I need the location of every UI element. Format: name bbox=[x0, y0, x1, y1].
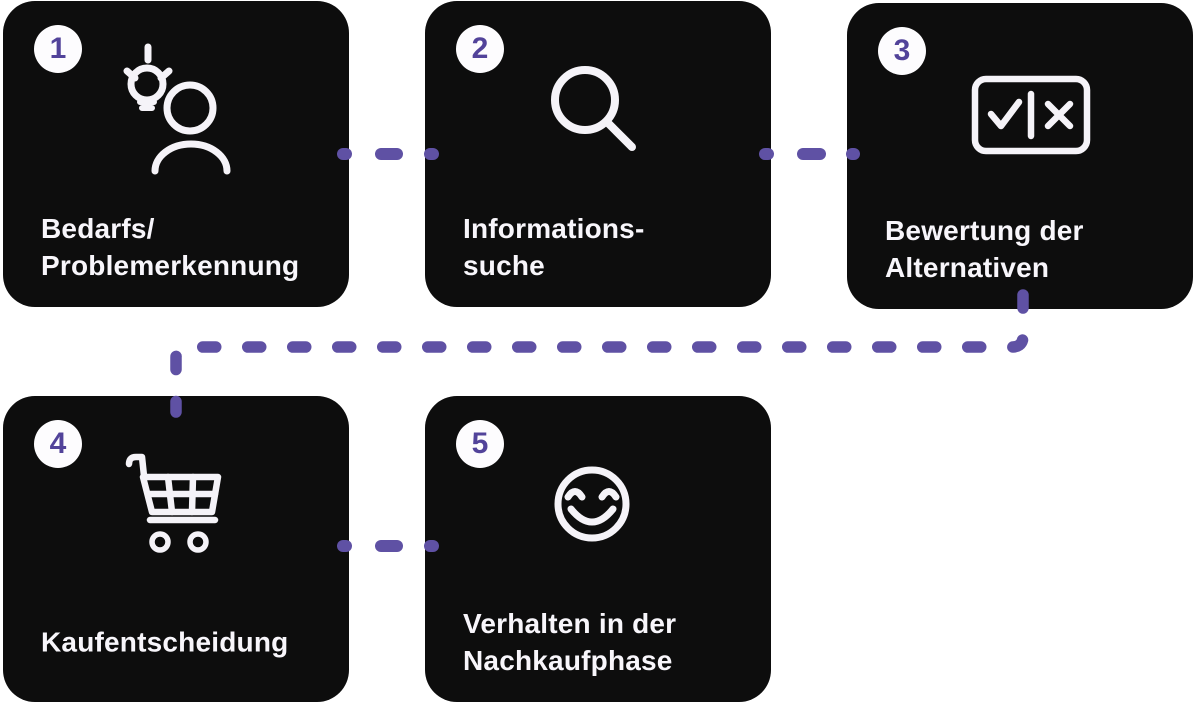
connector-dash bbox=[424, 540, 439, 552]
step-title-line: Alternativen bbox=[885, 252, 1050, 283]
step-card-2: 2 Informations- suche bbox=[425, 1, 771, 307]
step-title: Bedarfs/ Problemerkennung bbox=[41, 210, 332, 284]
check-cross-icon bbox=[971, 75, 1091, 155]
step-card-1: 1 Bedarfs/ Problemerkennung bbox=[3, 1, 349, 307]
step-card-5: 5 Verhalten in der Nachkaufphase bbox=[425, 396, 771, 702]
step-number: 4 bbox=[49, 427, 67, 460]
step-title-line: Kaufentscheidung bbox=[41, 626, 289, 658]
step-title-line: Informations- bbox=[463, 213, 645, 244]
connector-dash bbox=[337, 148, 352, 160]
step-title-line: Nachkaufphase bbox=[463, 645, 673, 676]
step-title-line: Bedarfs/ bbox=[41, 213, 155, 244]
connector-dash bbox=[337, 540, 352, 552]
step-number: 5 bbox=[471, 427, 489, 460]
step-number: 1 bbox=[49, 32, 67, 65]
connector-dash bbox=[424, 148, 439, 160]
smiley-icon bbox=[547, 458, 637, 548]
shopping-cart-icon bbox=[120, 442, 230, 562]
step-number-badge: 1 bbox=[34, 25, 82, 73]
step-number-badge: 3 bbox=[878, 27, 926, 75]
connector-dash bbox=[375, 148, 403, 160]
step-title-line: Bewertung der bbox=[885, 215, 1084, 246]
person-lightbulb-icon bbox=[107, 27, 242, 177]
step-card-3: 3 Bewertung der Alternativen bbox=[847, 3, 1193, 309]
step-card-4: 4 Kaufentscheidung bbox=[3, 396, 349, 702]
connector-dash bbox=[759, 148, 774, 160]
step-title: Bewertung der Alternativen bbox=[885, 212, 1176, 286]
step-number-badge: 5 bbox=[456, 420, 504, 468]
step-number-badge: 2 bbox=[456, 25, 504, 73]
step-title-line: Problemerkennung bbox=[41, 250, 300, 281]
connector-dash bbox=[375, 540, 403, 552]
step-title: Informations- suche bbox=[463, 210, 754, 284]
step-title: Verhalten in der Nachkaufphase bbox=[463, 605, 754, 679]
step-title: Kaufentscheidung bbox=[41, 624, 332, 661]
step-number: 3 bbox=[893, 34, 911, 67]
step-title-line: Verhalten in der bbox=[463, 608, 677, 639]
connector-dash bbox=[797, 148, 826, 160]
step-title-line: suche bbox=[463, 250, 545, 281]
connector-dash bbox=[846, 148, 860, 160]
magnifier-icon bbox=[537, 55, 647, 165]
step-number-badge: 4 bbox=[34, 420, 82, 468]
step-number: 2 bbox=[471, 32, 489, 65]
